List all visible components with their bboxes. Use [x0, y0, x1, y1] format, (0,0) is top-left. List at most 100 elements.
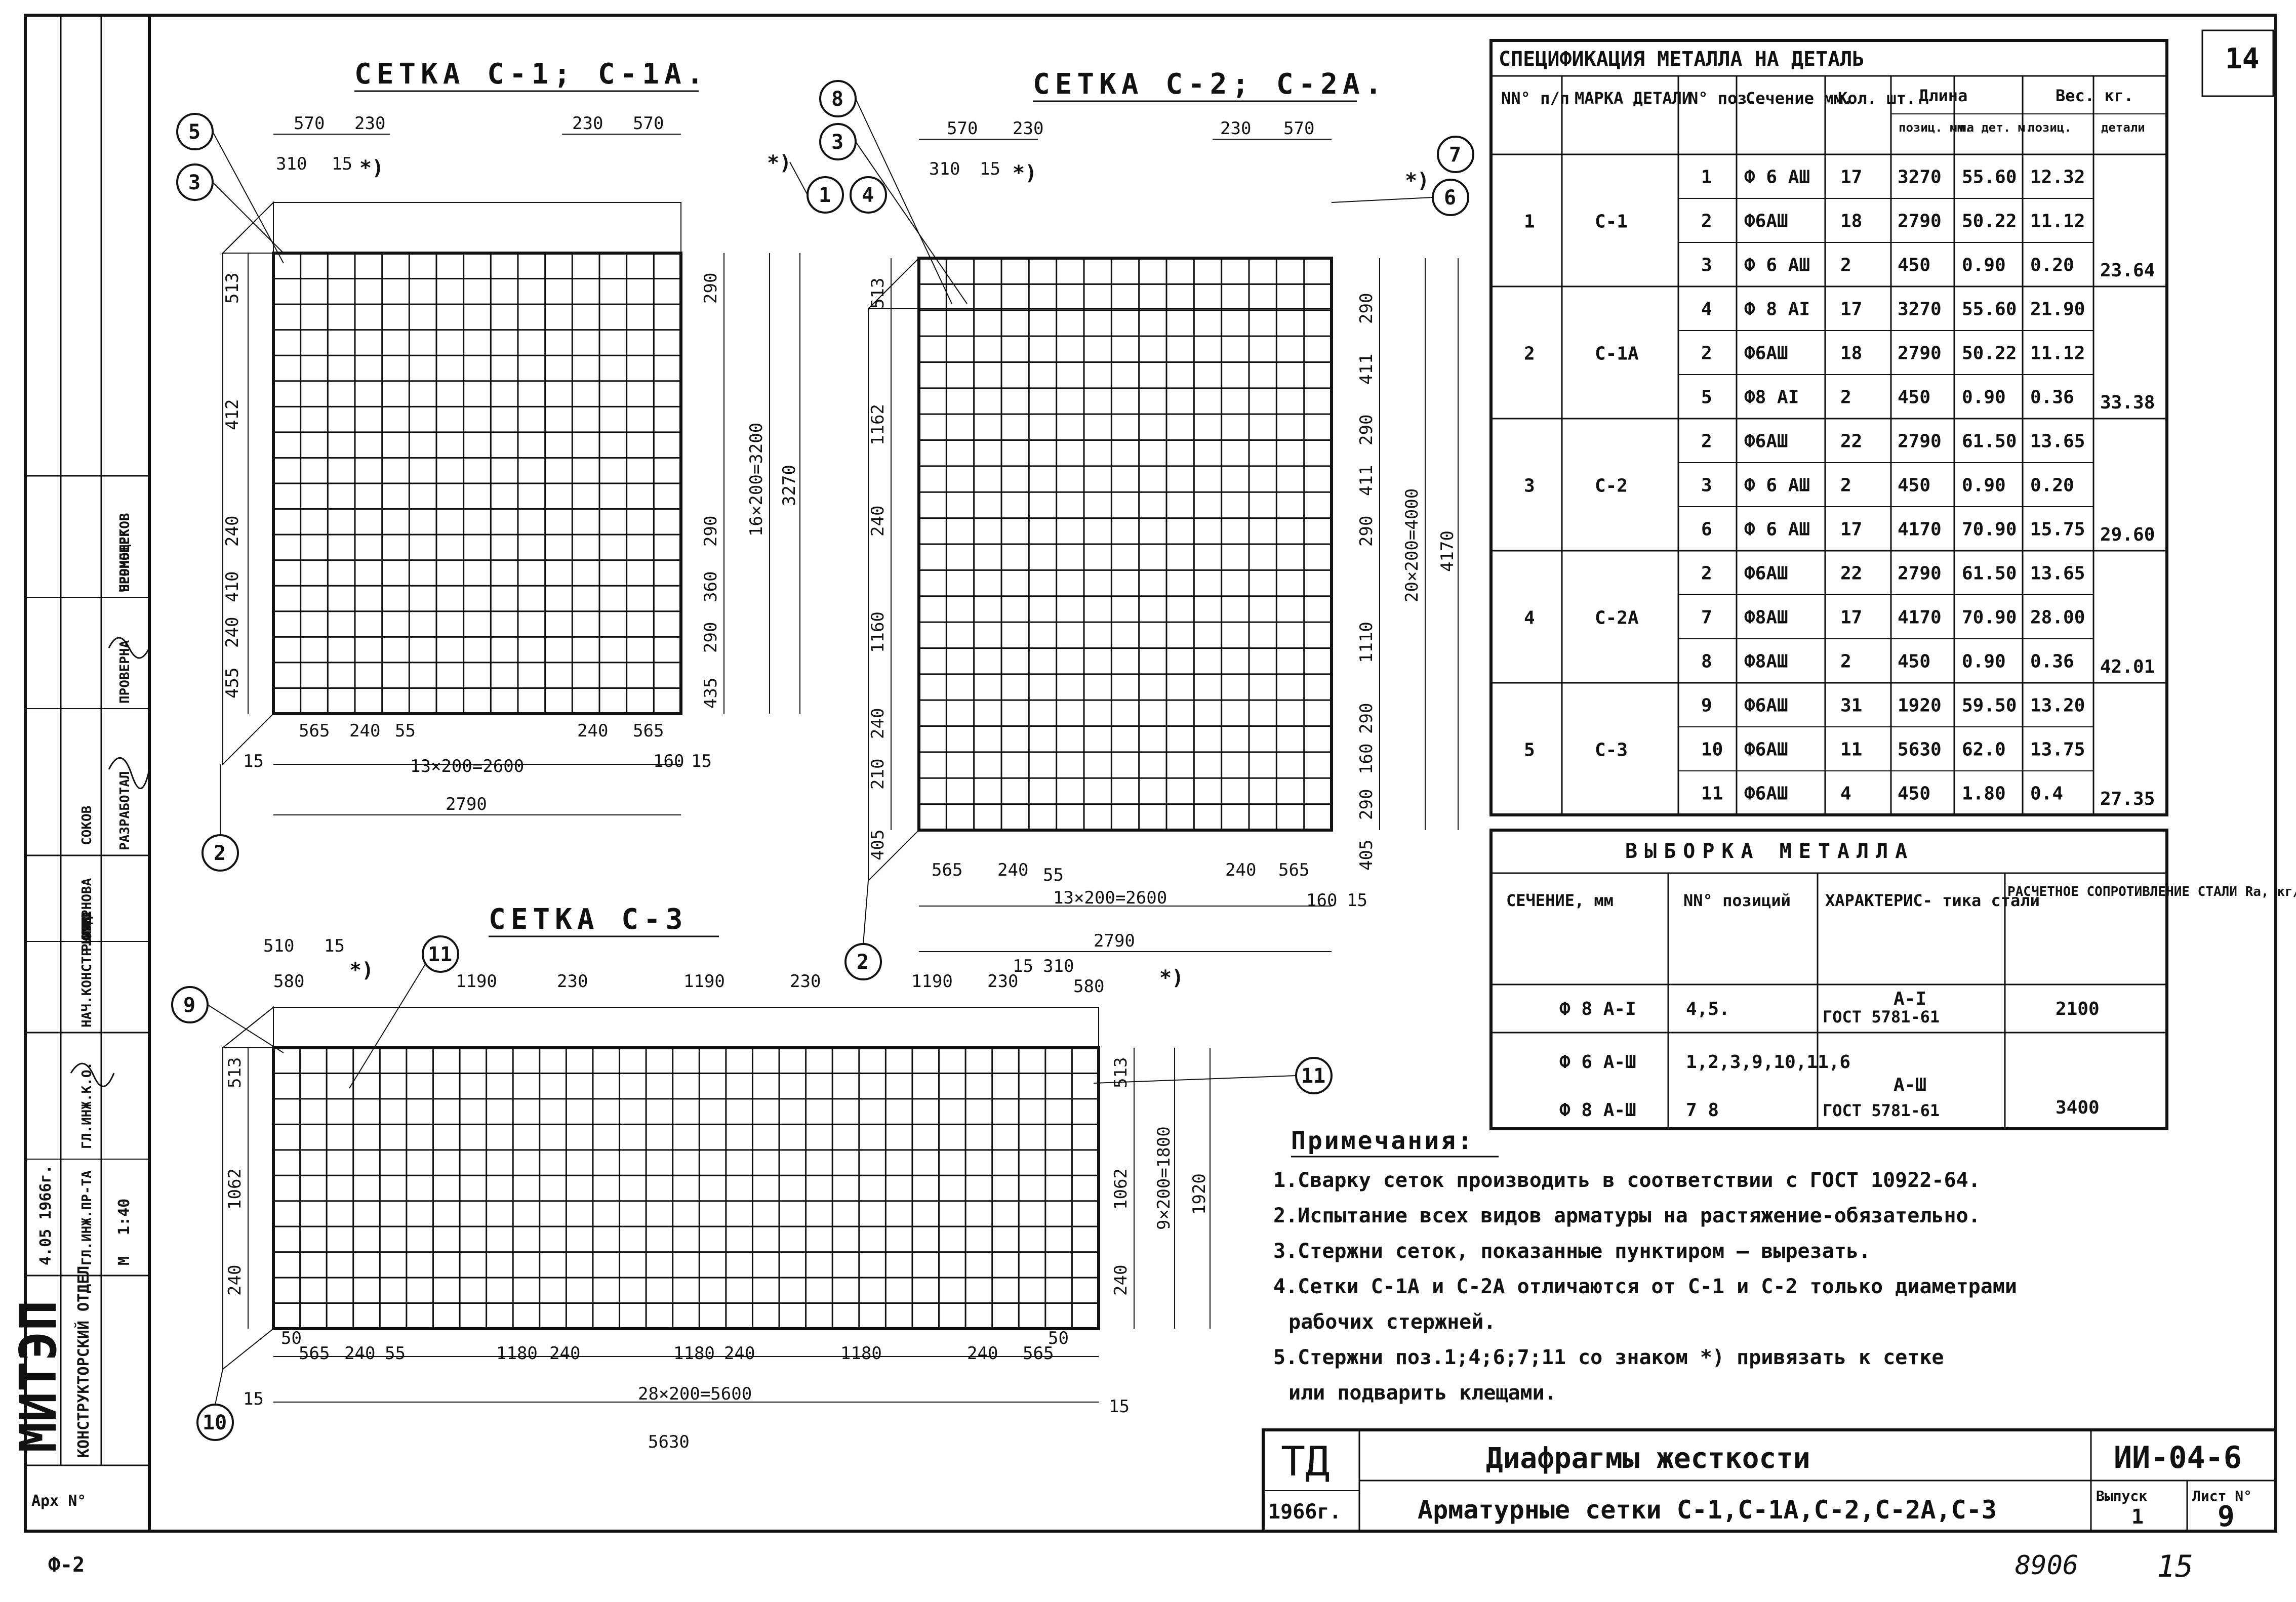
sel-section: Ф 6 А-Ш — [1559, 1052, 1636, 1073]
stamp-role: СОКОВ — [79, 806, 95, 845]
spec-w-pos: 15.75 — [2030, 519, 2085, 540]
spec-len-det: 62.0 — [1962, 740, 2006, 760]
stamp-role: ГЛ.ИНЖ.К.О. — [79, 1062, 95, 1149]
dim: 570 — [294, 113, 325, 134]
spec-section: Ф6АШ — [1744, 343, 1788, 364]
star-mark: *) — [349, 959, 374, 982]
spec-qty: 31 — [1840, 695, 1862, 716]
dim: 230 — [790, 971, 821, 992]
spec-len-pos: 450 — [1898, 475, 1930, 496]
signature — [108, 637, 150, 659]
spec-section: Ф 6 АШ — [1744, 255, 1810, 276]
stamp-role: БРОМБЕРГ — [117, 529, 133, 592]
sel-resist: 2100 — [2056, 999, 2100, 1019]
spec-pos: 1 — [1701, 167, 1712, 188]
spec-w-pos: 28.00 — [2030, 607, 2085, 628]
spec-len-det: 61.50 — [1962, 563, 2017, 584]
spec-len-pos: 2790 — [1898, 563, 1942, 584]
dim: 565 — [299, 1343, 330, 1364]
span-note: 13×200=2600 — [410, 756, 524, 776]
callout-7: 7 — [1449, 143, 1461, 167]
dim: 570 — [947, 118, 978, 139]
spec-pos: 2 — [1701, 343, 1712, 364]
note-item: 3.Стержни сеток, показанные пунктиром — … — [1273, 1240, 1871, 1263]
stamp-role: РЫЛЛО — [79, 912, 95, 952]
spec-len-pos: 1920 — [1898, 695, 1942, 716]
tb-sheet-label: Лист N° — [2192, 1488, 2252, 1504]
spec-section: Ф6АШ — [1744, 784, 1788, 804]
total-height: 3270 — [779, 465, 799, 506]
sel-h-steel: ХАРАКТЕРИС- тика стали — [1825, 891, 2040, 910]
spec-section: Ф6АШ — [1744, 211, 1788, 232]
star-mark: *) — [1013, 161, 1037, 185]
dim: 565 — [299, 721, 330, 741]
spec-len-det: 59.50 — [1962, 695, 2017, 716]
dim: 513 — [225, 1057, 245, 1088]
spec-len-det: 55.60 — [1962, 299, 2017, 320]
spec-section: Ф6АШ — [1744, 740, 1788, 760]
spec-len-pos: 450 — [1898, 255, 1930, 276]
dim: 1062 — [225, 1168, 245, 1210]
callout-6: 6 — [1444, 186, 1456, 210]
callout-1: 1 — [819, 184, 831, 207]
sheet-number: 14 — [2225, 43, 2259, 75]
spec-w-pos: 21.90 — [2030, 299, 2085, 320]
spec-pos: 11 — [1701, 784, 1723, 804]
sel-positions: 4,5. — [1686, 999, 1730, 1019]
sel-section: Ф 8 А-Ш — [1559, 1100, 1636, 1121]
spec-section: Ф6АШ — [1744, 431, 1788, 452]
dim: 240 — [222, 516, 243, 547]
spec-h-mark: МАРКА ДЕТАЛИ — [1575, 89, 1691, 108]
spec-len-det: 0.90 — [1962, 475, 2006, 496]
spec-len-det: 0.90 — [1962, 255, 2006, 276]
dim: 55 — [1043, 865, 1064, 885]
dim: 513 — [868, 278, 888, 309]
sel-steel-class: А-Ш — [1894, 1075, 1926, 1095]
note-item: 1.Сварку сеток производить в соответстви… — [1273, 1169, 1981, 1192]
spec-qty: 22 — [1840, 431, 1862, 452]
dim: 455 — [222, 668, 243, 699]
spec-w-pos: 13.65 — [2030, 563, 2085, 584]
spec-len-pos: 2790 — [1898, 211, 1942, 232]
spec-len-pos: 5630 — [1898, 740, 1942, 760]
callout-4: 4 — [862, 184, 874, 207]
dim: 435 — [701, 678, 721, 709]
dim: 290 — [1356, 516, 1377, 547]
spec-pos: 2 — [1701, 563, 1712, 584]
spec-len-pos: 2790 — [1898, 343, 1942, 364]
dim: 240 — [1225, 860, 1256, 880]
callout-2: 2 — [214, 842, 226, 865]
bottom-left-code: Ф-2 — [48, 1553, 85, 1577]
spec-len-det: 55.60 — [1962, 167, 2017, 188]
dim: 240 — [225, 1265, 245, 1296]
stamp-role: СМИРНОВА — [79, 878, 95, 941]
dim: 240 — [577, 721, 608, 741]
spec-qty: 2 — [1840, 475, 1851, 496]
spec-mark: С-3 — [1595, 740, 1628, 761]
spec-h-len-pos: позиц. мм. — [1899, 120, 1972, 135]
mesh-c3-frame — [272, 1046, 1100, 1330]
dim: 230 — [987, 971, 1018, 992]
dim: 240 — [222, 617, 243, 648]
dim: 230 — [1013, 118, 1043, 139]
dim: 1180 — [496, 1343, 538, 1364]
dim: 410 — [222, 571, 243, 602]
callout-11: 11 — [428, 943, 452, 966]
spec-title: СПЕЦИФИКАЦИЯ МЕТАЛЛА НА ДЕТАЛЬ — [1499, 48, 1864, 71]
total-width: 2790 — [446, 794, 487, 814]
mesh-c3-grid — [273, 1048, 1099, 1329]
dim: 290 — [1356, 293, 1377, 324]
sel-steel-gost: ГОСТ 5781-61 — [1823, 1101, 1940, 1120]
dim: 15 — [1347, 890, 1367, 911]
dim: 570 — [633, 113, 664, 134]
dim: 411 — [1356, 354, 1377, 385]
tb-sheet: 9 — [2218, 1500, 2235, 1533]
stamp-role: ГЛ.ИНЖ.ПР-ТА — [79, 1170, 95, 1265]
dim: 565 — [1278, 860, 1309, 880]
spec-section: Ф6АШ — [1744, 563, 1788, 584]
mesh-c3-title: СЕТКА С-3 — [489, 903, 688, 936]
dim: 565 — [932, 860, 962, 880]
spec-qty: 2 — [1840, 651, 1851, 672]
